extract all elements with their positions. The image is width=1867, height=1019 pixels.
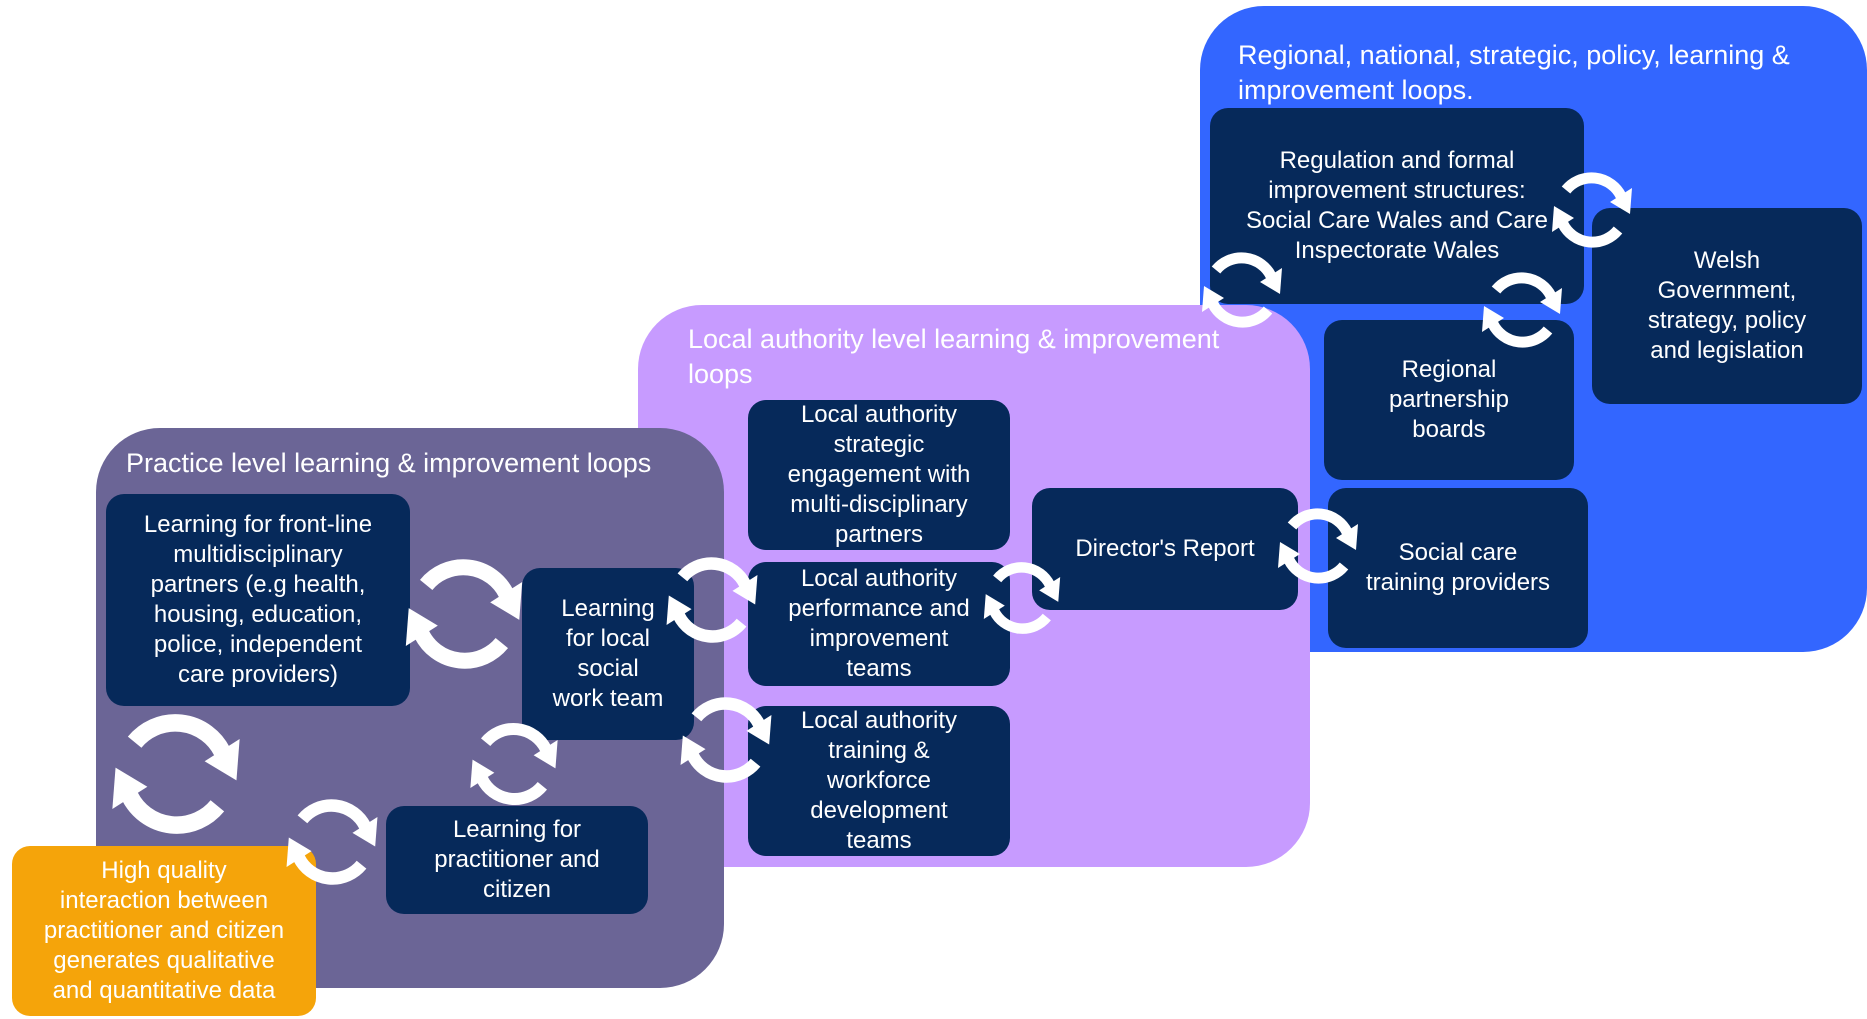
circular-arrows-icon: [282, 792, 382, 892]
social-care-training-providers-box: Social care training providers: [1328, 488, 1588, 648]
welsh-government-box: Welsh Government, strategy, policy and l…: [1592, 208, 1862, 404]
practitioner-citizen-box: Learning for practitioner and citizen: [386, 806, 648, 914]
frontline-partners-box: Learning for front-line multidisciplinar…: [106, 494, 410, 706]
regional-partnership-boards-box: Regional partnership boards: [1324, 320, 1574, 480]
local-social-work-team-box: Learning for local social work team: [522, 568, 694, 740]
circular-arrows-icon: [980, 556, 1064, 640]
high-quality-interaction-box: High quality interaction between practit…: [12, 846, 316, 1016]
practice-panel-title: Practice level learning & improvement lo…: [126, 448, 652, 478]
regional-panel-title: Regional, national, strategic, policy, l…: [1238, 40, 1790, 105]
la-performance-teams-box: Local authority performance and improvem…: [748, 562, 1010, 686]
circular-arrows-icon: [1478, 266, 1566, 354]
directors-report-box: Director's Report: [1032, 488, 1298, 610]
circular-arrows-icon: [466, 716, 562, 812]
local-authority-panel-title: Local authority level learning & improve…: [688, 324, 1220, 389]
circular-arrows-icon: [662, 550, 762, 650]
circular-arrows-icon: [1274, 502, 1362, 590]
circular-arrows-icon: [400, 550, 528, 678]
circular-arrows-icon: [1548, 166, 1636, 254]
circular-arrows-icon: [1198, 246, 1286, 334]
la-training-workforce-box: Local authority training & workforce dev…: [748, 706, 1010, 856]
circular-arrows-icon: [106, 704, 246, 844]
la-strategic-engagement-box: Local authority strategic engagement wit…: [748, 400, 1010, 550]
circular-arrows-icon: [676, 690, 776, 790]
